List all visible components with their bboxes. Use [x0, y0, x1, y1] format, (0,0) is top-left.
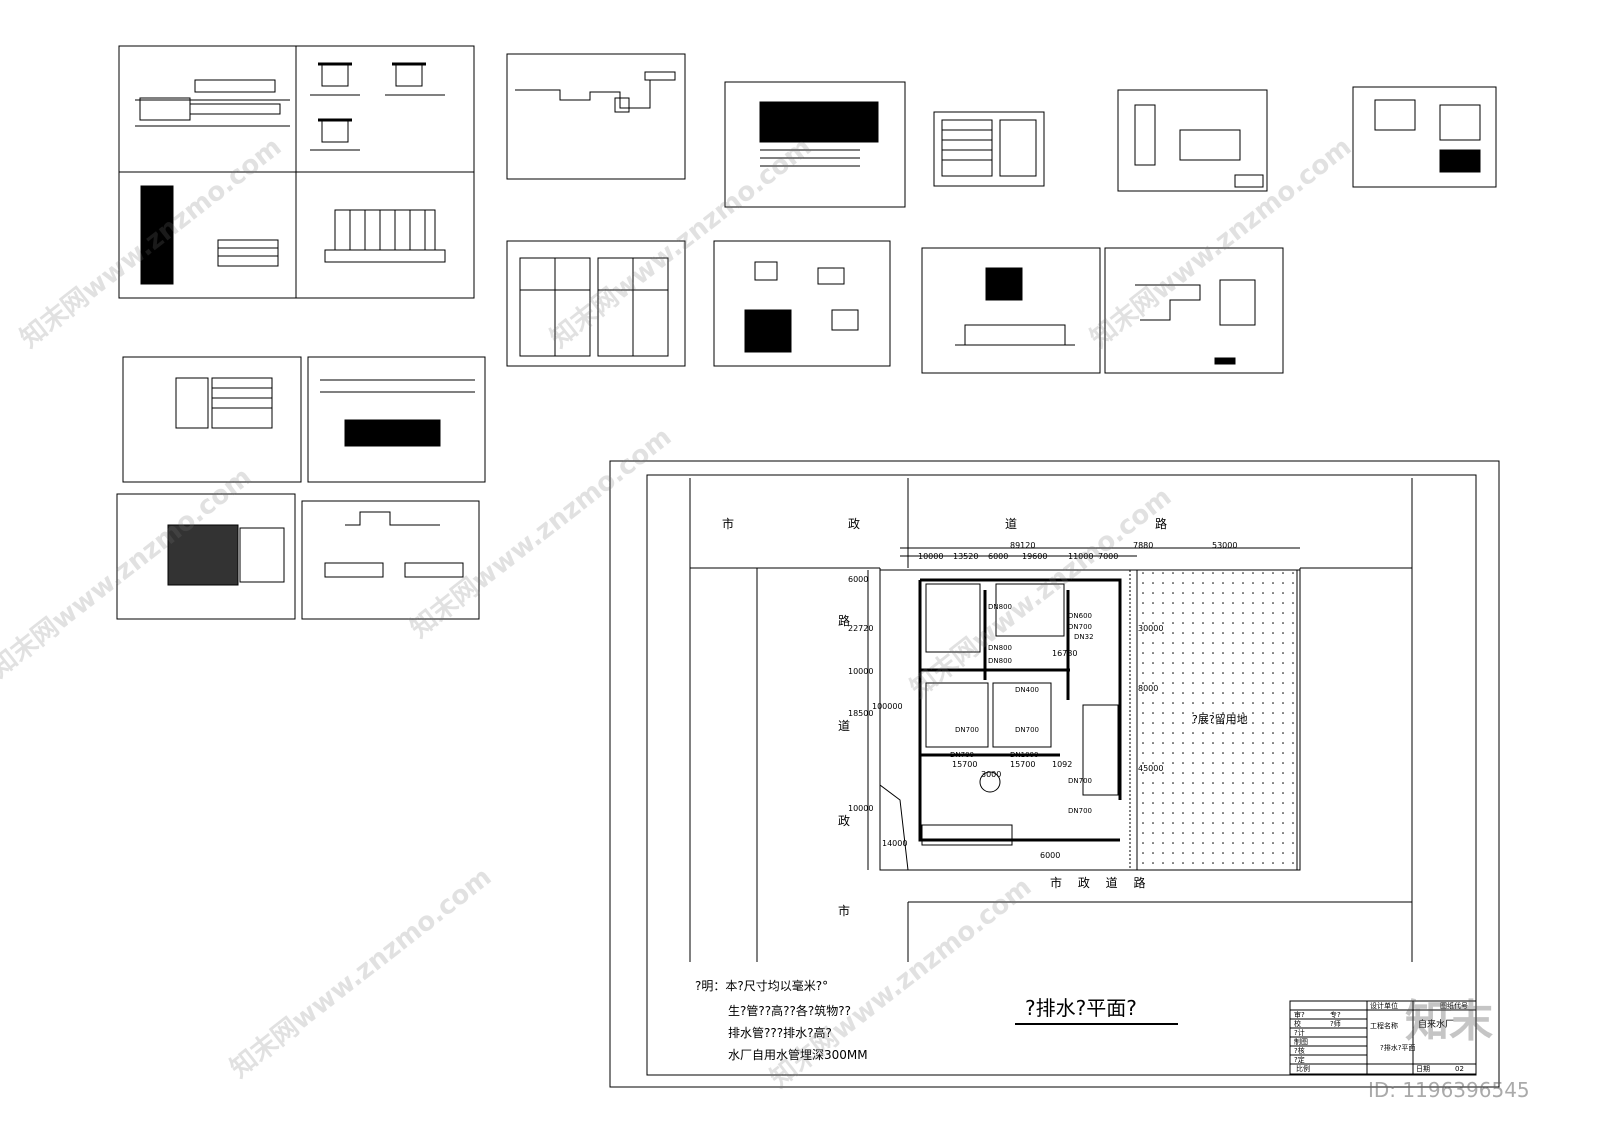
thumb-detail-frame: [1352, 86, 1497, 188]
tb-row-0: 审?: [1294, 1011, 1305, 1019]
pipe-label-12: DN700: [1068, 807, 1092, 815]
road-left-label-2: 政: [838, 814, 851, 828]
tb-row-1: 校: [1294, 1020, 1301, 1028]
dim-sub-5: 7000: [1098, 552, 1119, 561]
dim-top-gap: 7880: [1133, 541, 1154, 550]
dim-inner-2: 1092: [1052, 760, 1073, 769]
note-line-3: 水厂自用水管埋深300MM: [728, 1048, 868, 1062]
dim-sub-2: 6000: [988, 552, 1009, 561]
tb-row-3: 制图: [1294, 1038, 1308, 1046]
tb-project: 自来水厂: [1418, 1020, 1455, 1030]
road-top-label-3: 路: [1155, 517, 1168, 531]
dim-inner-3: 3000: [981, 770, 1002, 779]
tb-company: 工程名称: [1370, 1022, 1398, 1030]
tb-sheet-no: 02: [1455, 1065, 1464, 1073]
road-left-label-0: 路: [838, 614, 851, 628]
road-top-label-0: 市: [722, 517, 735, 531]
dim-right-2: 45000: [1138, 764, 1164, 773]
tb-row-6: 专?: [1330, 1011, 1341, 1019]
building-6: [921, 824, 1013, 846]
note-line-2: 排水管???排水?高?: [728, 1026, 832, 1040]
note-line-1: 生?管??高??各?筑物??: [728, 1004, 851, 1018]
id-label: ID: 1196396545: [1368, 1078, 1530, 1102]
tb-row-4: ?核: [1294, 1047, 1305, 1055]
dim-top-total: 89120: [1010, 541, 1036, 550]
building-1: [925, 583, 981, 653]
dim-left-2: 10000: [848, 667, 874, 676]
building-4: [992, 682, 1052, 748]
logo-mark: 知末: [1405, 996, 1493, 1047]
thumb-table-frame: [724, 81, 906, 208]
dim-left-6: 14000: [882, 839, 908, 848]
pipe-label-1: DN800: [988, 644, 1012, 652]
dim-left-3: 100000: [872, 702, 903, 711]
thumb-grid-frame: [933, 111, 1045, 187]
thumb-tank-d-frame: [301, 500, 480, 620]
pipe-label-9: DN700: [1068, 623, 1092, 631]
building-5: [1082, 704, 1119, 796]
tb-row-2: ?计: [1294, 1029, 1305, 1037]
thumb-misc-frame: [1104, 247, 1284, 374]
thumb-section-frame: [1117, 89, 1268, 192]
road-left-label-1: 道: [838, 719, 851, 733]
tb-row-5: ?定: [1294, 1056, 1305, 1064]
pipe-label-3: DN400: [1015, 686, 1039, 694]
tb-date-label: 日期: [1416, 1065, 1430, 1073]
dim-inner-0: 15700: [952, 760, 978, 769]
dim-right-3: 6000: [1040, 851, 1061, 860]
thumb-floorplan-frame: [506, 240, 686, 367]
main-sheet-outer: [609, 460, 1500, 1088]
dim-left-0: 6000: [848, 575, 869, 584]
building-2: [995, 583, 1065, 637]
thumb-equipment-frame: [713, 240, 891, 367]
dim-top-reserve: 53000: [1212, 541, 1238, 550]
pipe-label-8: DN700: [1068, 777, 1092, 785]
pipe-label-10: DN32: [1074, 633, 1094, 641]
pipe-label-2: DN800: [988, 657, 1012, 665]
road-top-label-2: 道: [1005, 517, 1018, 531]
note-line-0: ?明：本?尺寸均以毫米?°: [695, 979, 829, 993]
pipe-label-5: DN700: [1015, 726, 1039, 734]
dim-left-1: 22720: [848, 624, 874, 633]
road-left-label-3: 市: [838, 904, 851, 918]
road-bottom-label: 市 政 道 路: [1050, 876, 1152, 890]
tb-row-7: ?师: [1330, 1020, 1341, 1028]
dim-inner-4: 16780: [1052, 649, 1078, 658]
thumb-tank-c-frame: [116, 493, 296, 620]
dim-sub-1: 13520: [953, 552, 979, 561]
thumb-layout-frame: [921, 247, 1101, 374]
tb-drawing-no-label: 图纸代号: [1440, 1002, 1468, 1010]
dim-inner-1: 15700: [1010, 760, 1036, 769]
pipe-label-0: DN800: [988, 603, 1012, 611]
pipe-label-4: DN700: [955, 726, 979, 734]
dim-left-5: 10000: [848, 804, 874, 813]
thumb-tank-b-frame: [307, 356, 486, 483]
road-top-label-1: 政: [848, 517, 861, 531]
dim-right-0: 30000: [1138, 624, 1164, 633]
tb-scale-label: 比例: [1296, 1065, 1310, 1073]
dim-sub-3: 19600: [1022, 552, 1048, 561]
dim-sub-4: 11000: [1068, 552, 1094, 561]
pipe-label-7: DN1000: [1010, 751, 1039, 759]
tb-design-label: 设计单位: [1370, 1002, 1398, 1010]
tb-sheet: ?排水?平面: [1380, 1044, 1416, 1052]
pipe-label-11: DN600: [1068, 612, 1092, 620]
thumb-tank-a-frame: [122, 356, 302, 483]
dim-left-4: 18500: [848, 709, 874, 718]
main-sheet-inner: [646, 474, 1477, 1076]
drawing-title: ?排水?平面?: [1025, 996, 1137, 1020]
thumb-profile-frame: [506, 53, 686, 180]
building-3: [925, 682, 989, 748]
pipe-label-6: DN700: [950, 751, 974, 759]
reserve-area-label: ?展?留用地: [1192, 713, 1248, 726]
dim-sub-0: 10000: [918, 552, 944, 561]
dim-right-1: 8000: [1138, 684, 1159, 693]
